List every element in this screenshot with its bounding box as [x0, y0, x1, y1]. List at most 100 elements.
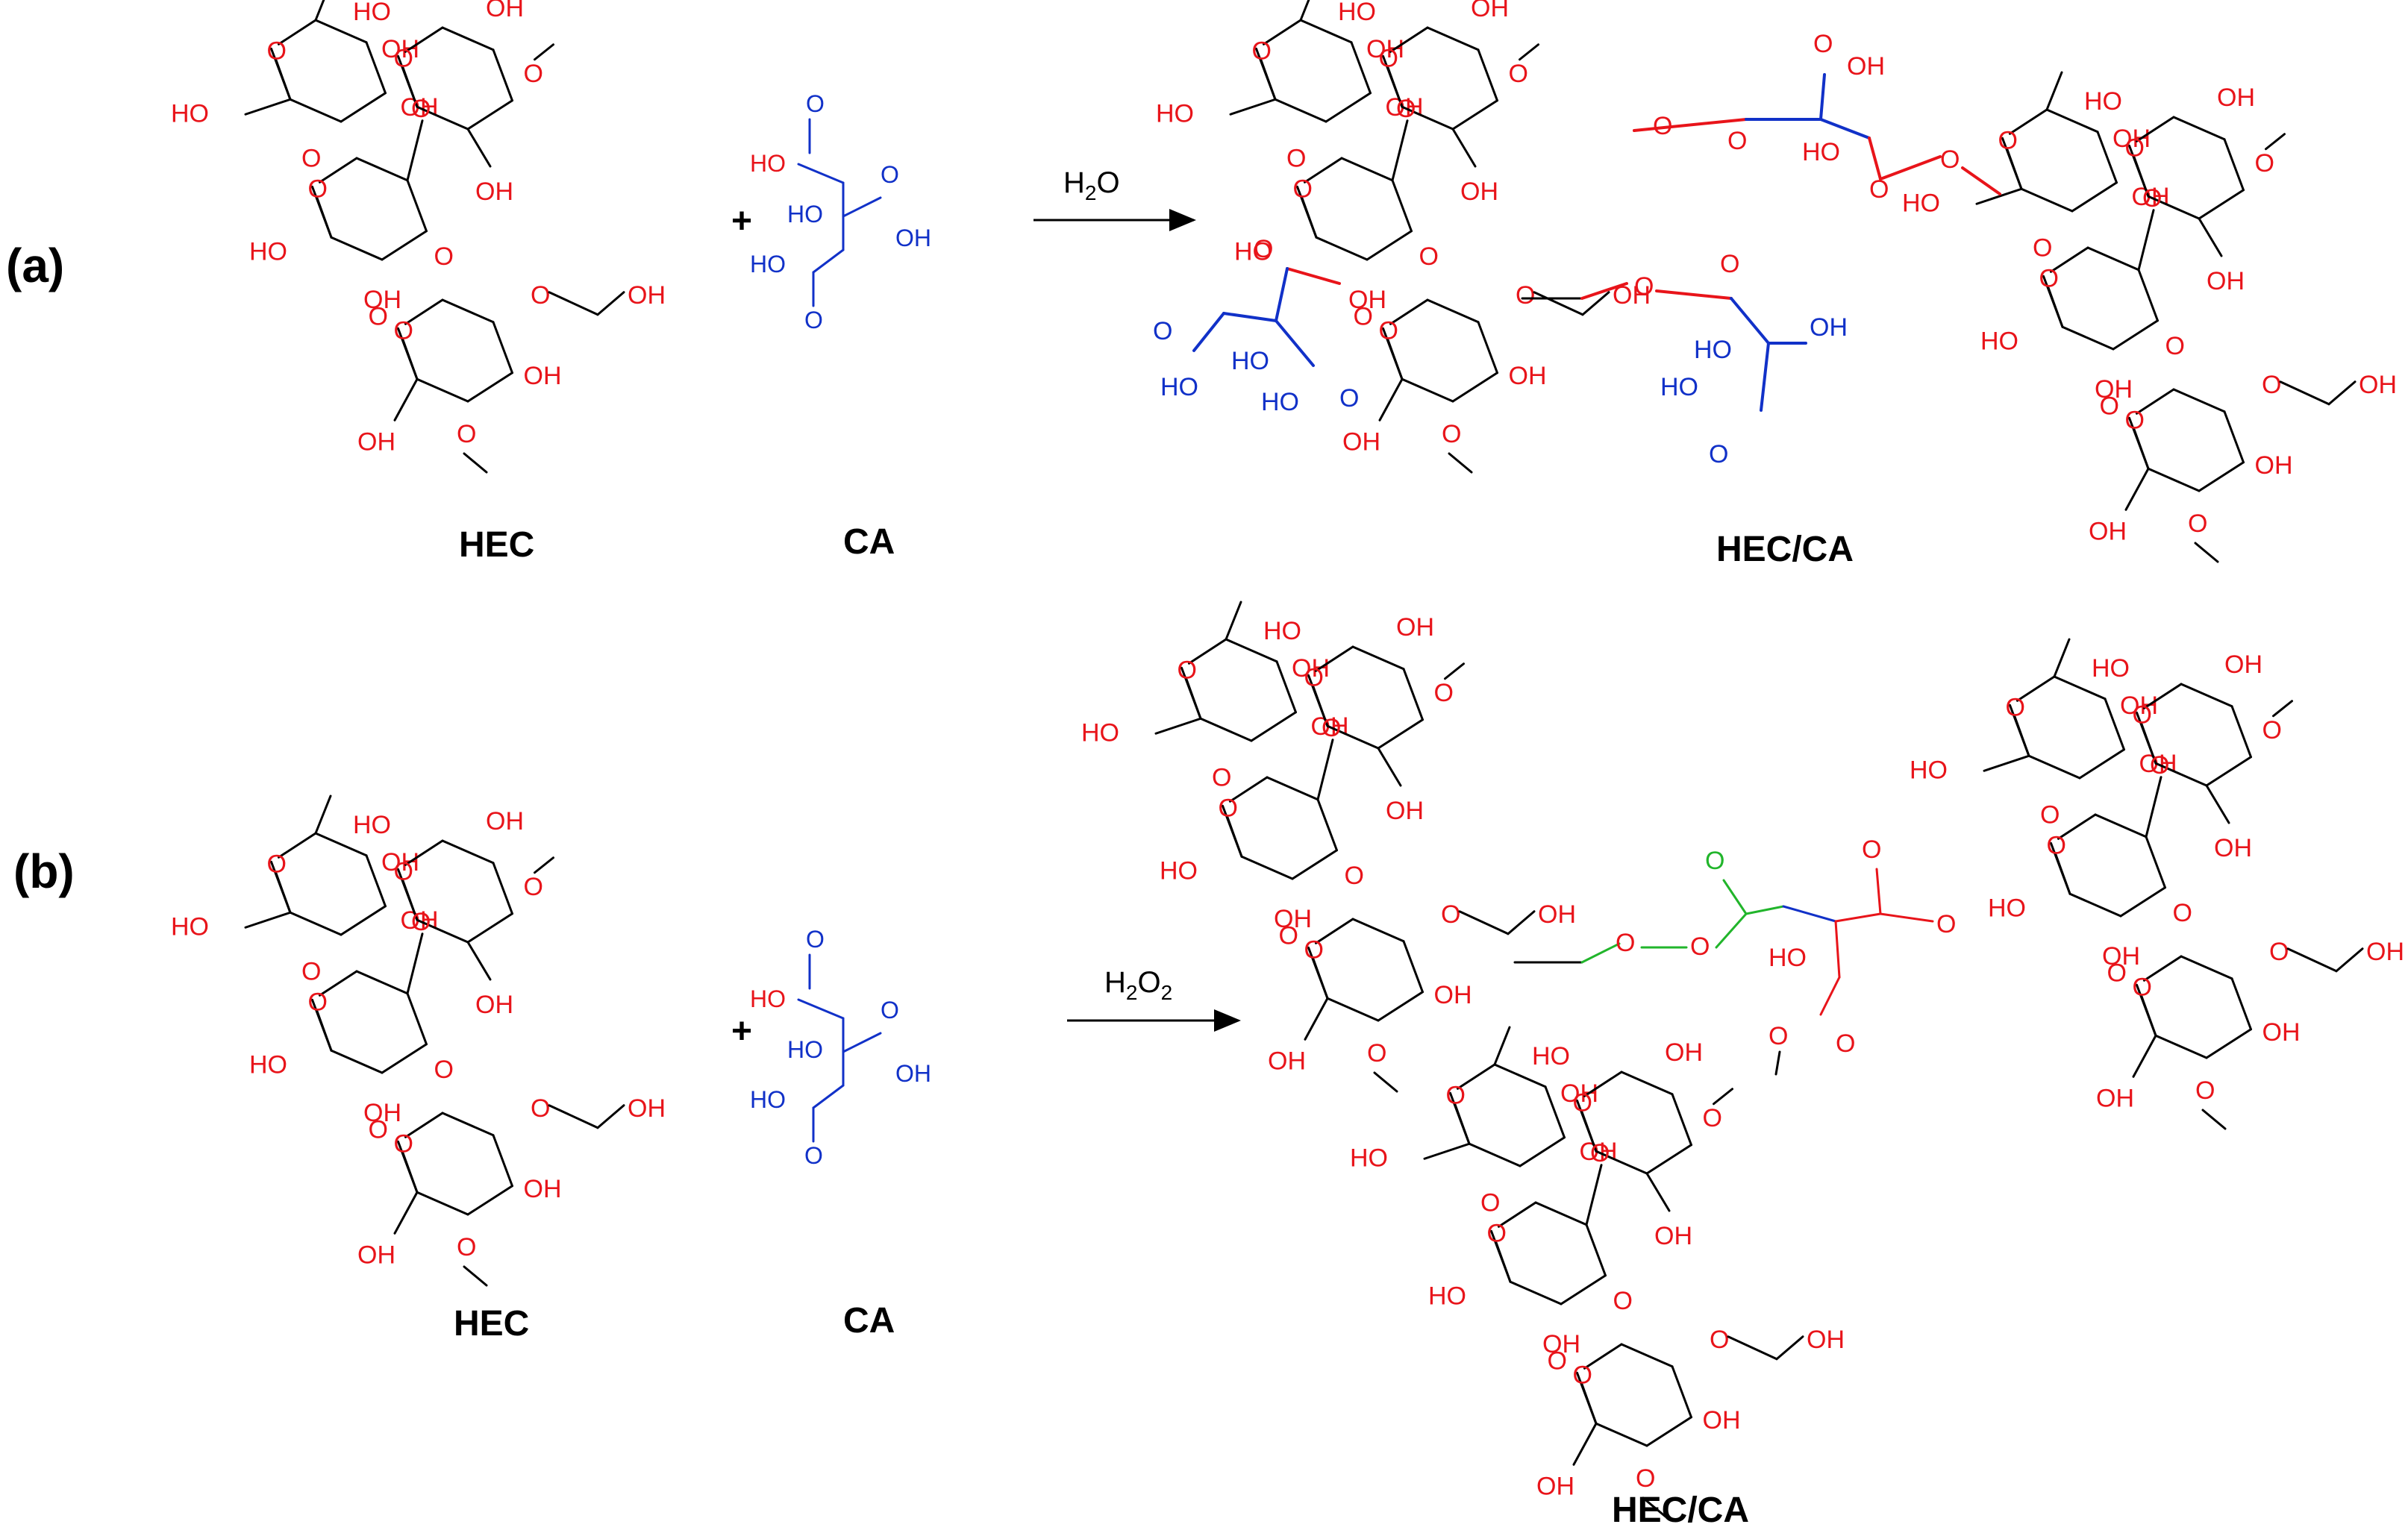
ring-bond: [1620, 1071, 1674, 1096]
ring-bond: [2140, 721, 2157, 765]
hydroxyl-label: OH: [895, 225, 931, 251]
ring-bond: [2086, 246, 2140, 272]
ch2-bond: [244, 911, 292, 929]
oxygen-label: O: [1690, 932, 1710, 961]
hydroxyl-label: OH: [1810, 313, 1848, 342]
methyl-bond: [2053, 638, 2071, 678]
hydroxyl-label: OH: [2366, 938, 2404, 966]
ethoxy-bond: [548, 291, 599, 316]
oxygen-label: O: [524, 873, 543, 901]
ch2-bond: [466, 941, 492, 981]
hydroxyl-label: HO: [1802, 138, 1840, 166]
ring-bond: [441, 298, 495, 324]
hydroxyl-label: HO: [1160, 856, 1198, 885]
ring-bond: [492, 321, 513, 374]
panel-a-label: (a): [6, 239, 64, 292]
ch2-bond: [2124, 467, 2150, 511]
ring-bond: [1315, 236, 1369, 261]
carbonyl-oxygen: O: [1705, 847, 1724, 875]
hydroxyl-label: OH: [2120, 692, 2158, 720]
hydroxyl-label: OH: [2102, 942, 2140, 971]
hydroxyl-label: OH: [1342, 427, 1380, 456]
ring-bond: [330, 1049, 384, 1074]
oxygen-label: O: [411, 95, 431, 123]
oxygen-label: O: [434, 1056, 454, 1084]
oxygen-label: O: [1441, 900, 1460, 929]
oxygen-label: O: [1286, 144, 1306, 172]
hydroxyl-label: OH: [2262, 1018, 2301, 1047]
oxygen-label: O: [524, 60, 543, 88]
ring-bond: [1671, 1365, 1692, 1419]
ch2-bond: [1378, 377, 1404, 421]
ring-bond: [1266, 776, 1319, 801]
ring-bond: [1377, 991, 1424, 1022]
ring-bond: [2133, 427, 2150, 470]
hydroxyl-label: HO: [249, 1050, 287, 1079]
ring-oxygen: O: [1178, 656, 1197, 684]
ring-bond: [2112, 319, 2159, 351]
ring-bond: [2119, 886, 2166, 918]
ring-oxygen: O: [308, 175, 328, 203]
ring-bond: [1301, 195, 1318, 239]
ch2-bond: [1229, 98, 1277, 116]
hydroxyl-label: OH: [1348, 286, 1386, 314]
hydroxyl-label: HO: [787, 1036, 823, 1063]
methyl-bond: [314, 0, 325, 22]
oxygen-label: O: [1354, 302, 1373, 330]
hydroxyl-label: OH: [1292, 654, 1330, 683]
ring-bond: [2230, 705, 2252, 759]
ch2-bond: [2205, 784, 2230, 824]
ring-bond: [1645, 1144, 1692, 1175]
oxygen-label: O: [804, 1142, 823, 1169]
ring-bond: [1402, 668, 1424, 721]
oxygen-label: O: [2262, 716, 2282, 745]
hydroxyl-label: HO: [1231, 347, 1269, 375]
oxygen-label: O: [1720, 250, 1739, 278]
oxygen-label: O: [2269, 938, 2289, 966]
hydroxyl-label: OH: [1538, 900, 1576, 929]
hydroxyl-label: HO: [1910, 756, 1948, 784]
ring-bond: [340, 905, 387, 936]
oxygen-label: O: [1345, 862, 1364, 890]
ring-oxygen: O: [1304, 663, 1324, 692]
hydroxyl-label: HO: [1338, 0, 1376, 26]
ring-bond: [1340, 157, 1394, 182]
ring-bond: [401, 878, 419, 921]
ester-bond: [1715, 912, 1748, 949]
hydroxyl-label: HO: [1234, 237, 1272, 266]
ring-bond: [1304, 157, 1343, 184]
methoxy-bond: [2265, 133, 2286, 151]
oxygen-label: O: [1480, 1188, 1500, 1217]
hydroxyl-label: HO: [1156, 99, 1194, 128]
oxygen-label: O: [1516, 281, 1535, 310]
ring-bond: [492, 1134, 513, 1188]
ring-oxygen: O: [308, 988, 328, 1016]
methyl-bond: [2045, 71, 2063, 111]
oxygen-label: O: [369, 1115, 388, 1144]
ring-bond: [1389, 298, 1429, 325]
ca-bond: [842, 1032, 882, 1053]
methoxy-bond: [2201, 1109, 2227, 1130]
product-label-b: HEC/CA: [1612, 1490, 1749, 1530]
ring-bond: [289, 911, 343, 936]
oxygen-label: O: [457, 1233, 476, 1261]
ring-bond: [316, 195, 333, 239]
peroxide-bond: [1580, 942, 1621, 964]
methoxy-bond: [534, 856, 554, 874]
ch2-bond: [2198, 217, 2223, 257]
carbonyl-oxygen: O: [1339, 384, 1359, 413]
ch2-bond: [1572, 1422, 1598, 1466]
hydroxyl-label: OH: [524, 1175, 562, 1203]
oxygen-label: O: [301, 144, 321, 172]
ring-bond: [1493, 1063, 1547, 1088]
ester-bond: [1745, 905, 1785, 915]
ring-bond: [1326, 724, 1380, 750]
ring-bond: [1645, 1416, 1692, 1447]
ring-bond: [314, 19, 368, 44]
hydroxyl-label: OH: [381, 848, 419, 877]
ring-bond: [2047, 285, 2064, 328]
ch2-bond: [2145, 776, 2162, 838]
reaction-arrow-b: H2O2: [1067, 966, 1241, 1032]
